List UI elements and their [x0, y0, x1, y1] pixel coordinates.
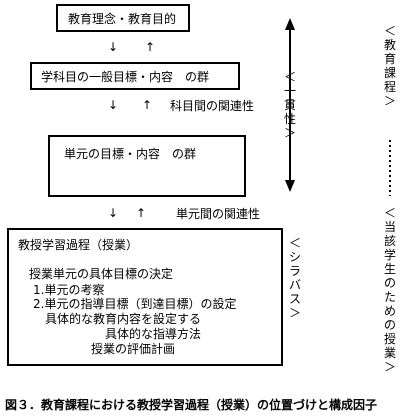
figure-caption: 図３．教育課程における教授学習過程（授業）の位置づけと構成因子	[5, 398, 378, 412]
link3-down-arrow: ↓	[108, 206, 119, 220]
teaching-process-line-3: 2.単元の指導目標（到達目標）の設定	[33, 297, 237, 311]
box-subject-goals-label: 学科目の一般目標・内容 の群	[41, 70, 210, 84]
teaching-process-title: 教授学習過程（授業）	[18, 238, 139, 252]
teaching-process-line-1: 授業単元の具体目標の決定	[29, 267, 174, 281]
teaching-process-line-6: 授業の評価計画	[91, 342, 176, 356]
link2-down-arrow: ↓	[108, 98, 119, 112]
side-syllabus: ＜ シ ラ バ ス ＞	[288, 236, 301, 320]
box-unit-goals: 単元の目標・内容 の群	[48, 135, 246, 197]
link3-relation-label: 単元間の関連性	[176, 207, 261, 221]
teaching-process-line-5: 具体的な指導方法	[105, 327, 202, 341]
consistency-arrow-head-up	[285, 18, 295, 30]
link1-up-arrow: ↑	[145, 40, 156, 54]
teaching-process-line-2: 1.単元の考察	[33, 283, 105, 297]
consistency-arrow-head-down	[285, 180, 295, 192]
box-subject-goals: 学科目の一般目標・内容 の群	[30, 62, 240, 90]
box-teaching-process: 教授学習過程（授業） 授業単元の具体目標の決定 1.単元の考察 2.単元の指導目…	[7, 228, 283, 366]
link2-up-arrow: ↑	[142, 98, 153, 112]
box-educational-philosophy: 教育理念・教育目的	[56, 4, 190, 32]
box-unit-goals-label: 単元の目標・内容 の群	[64, 147, 197, 161]
link2-relation-label: 科目間の関連性	[170, 99, 255, 113]
side-student-lessons: ＜ 当 該 学 生 の た め の 授 業 ＞	[383, 206, 396, 374]
side-consistency: ＜ 一 貫 性 ＞	[283, 70, 296, 140]
teaching-process-line-4: 具体的な教育内容を設定する	[45, 312, 202, 326]
link3-up-arrow: ↑	[136, 206, 147, 220]
link1-down-arrow: ↓	[108, 40, 119, 54]
box-educational-philosophy-label: 教育理念・教育目的	[68, 12, 177, 26]
side-curriculum: ＜ 教 育 課 程 ＞	[383, 24, 396, 108]
